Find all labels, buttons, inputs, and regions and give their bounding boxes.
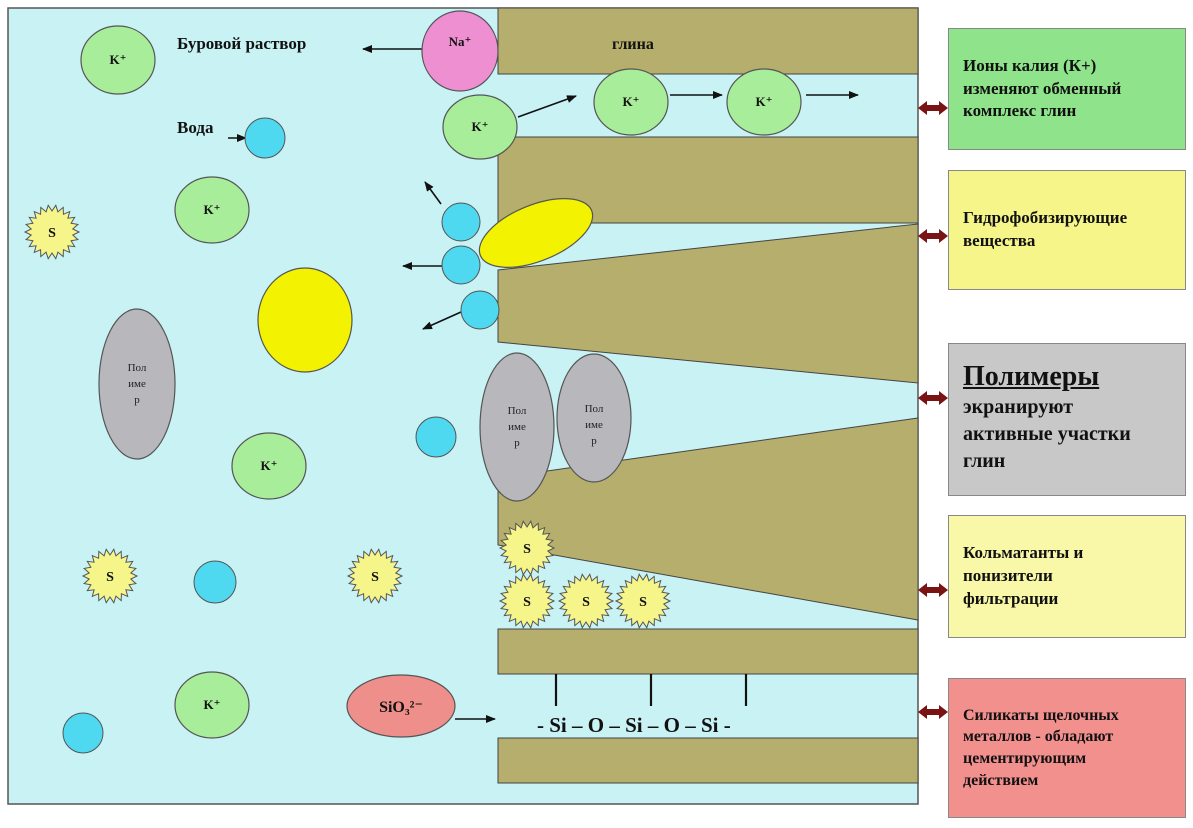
sulfur-label: S	[48, 226, 56, 241]
silicate-ion: SiO₃²⁻	[346, 674, 456, 738]
svg-text:K⁺: K⁺	[472, 119, 489, 134]
sulfur-particle: S	[498, 573, 556, 629]
svg-text:K⁺: K⁺	[623, 94, 640, 109]
clay-wedge-1	[497, 223, 919, 384]
clay-layers	[497, 7, 919, 784]
sulfur-particle: S	[614, 573, 672, 629]
arrows	[228, 45, 859, 723]
sulfur-label: S	[582, 595, 590, 610]
water-molecule	[415, 416, 457, 458]
sulfur-label: S	[523, 595, 531, 610]
sulfur-particle: S	[557, 573, 615, 629]
potassium-ions: K⁺ K⁺ K⁺ K⁺ K⁺ K⁺ K⁺	[80, 25, 802, 739]
svg-text:K⁺: K⁺	[756, 94, 773, 109]
svg-text:Пол: Пол	[585, 403, 604, 415]
svg-text:K⁺: K⁺	[110, 52, 127, 67]
water-label: Вода	[177, 118, 214, 137]
svg-text:р: р	[514, 437, 520, 449]
clay-label: глина	[612, 36, 654, 53]
water-molecule	[441, 245, 481, 285]
potassium-ion: K⁺	[80, 25, 156, 95]
clay-layer-top	[497, 7, 919, 75]
potassium-ion: K⁺	[593, 68, 669, 136]
potassium-ion: K⁺	[726, 68, 802, 136]
connector-arrow	[918, 583, 948, 597]
potassium-ion: K⁺	[442, 94, 518, 160]
svg-text:Na⁺: Na⁺	[449, 34, 472, 49]
colmatant-particles: S S S S S S S	[23, 204, 672, 629]
water-molecule	[460, 290, 500, 330]
sulfur-particle: S	[81, 548, 139, 604]
sulfur-label: S	[523, 542, 531, 557]
svg-text:K⁺: K⁺	[204, 202, 221, 217]
svg-text:SiO₃²⁻: SiO₃²⁻	[379, 699, 423, 716]
svg-text:Пол: Пол	[128, 362, 147, 374]
water-molecule	[193, 560, 237, 604]
svg-text:име: име	[128, 378, 146, 390]
svg-text:р: р	[134, 394, 140, 406]
polymer-molecule: Пол име р	[556, 353, 632, 483]
connector-arrow	[918, 391, 948, 405]
water-molecules	[62, 117, 500, 754]
svg-text:K⁺: K⁺	[261, 458, 278, 473]
svg-text:р: р	[591, 435, 597, 447]
sulfur-particle: S	[23, 204, 81, 260]
potassium-ion: K⁺	[174, 671, 250, 739]
water-molecule	[244, 117, 286, 159]
hydrophobic-particle	[257, 267, 353, 373]
siloxane-chain-label: - Si – O – Si – O – Si -	[537, 713, 731, 737]
hydrophobic-agents	[257, 198, 594, 373]
sulfur-label: S	[639, 595, 647, 610]
sulfur-particle: S	[498, 520, 556, 576]
clay-layer-5	[497, 628, 919, 675]
connector-arrow	[918, 101, 948, 115]
siloxane-bonds	[554, 674, 748, 706]
potassium-ion: K⁺	[231, 432, 307, 500]
water-molecule	[441, 202, 481, 242]
sulfur-particle: S	[346, 548, 404, 604]
polymer-molecule: Пол име р	[479, 352, 555, 502]
clay-layer-bottom	[497, 737, 919, 784]
polymer-molecule: Пол име р	[98, 308, 176, 460]
svg-text:K⁺: K⁺	[204, 697, 221, 712]
svg-text:име: име	[508, 421, 526, 433]
polymers-title: Полимеры	[963, 361, 1100, 393]
connectors	[918, 101, 948, 719]
hydrophobic-particle	[478, 198, 594, 268]
svg-text:Пол: Пол	[508, 405, 527, 417]
polymers: Пол име р Пол име р Пол име р	[98, 308, 632, 502]
svg-text:име: име	[585, 419, 603, 431]
water-molecule	[62, 712, 104, 754]
sodium-ion: Na⁺	[421, 10, 499, 92]
connector-arrow	[918, 229, 948, 243]
potassium-ion: K⁺	[174, 176, 250, 244]
connector-arrow	[918, 705, 948, 719]
sulfur-label: S	[371, 570, 379, 585]
sulfur-label: S	[106, 570, 114, 585]
drilling-fluid-label: Буровой раствор	[177, 34, 306, 53]
